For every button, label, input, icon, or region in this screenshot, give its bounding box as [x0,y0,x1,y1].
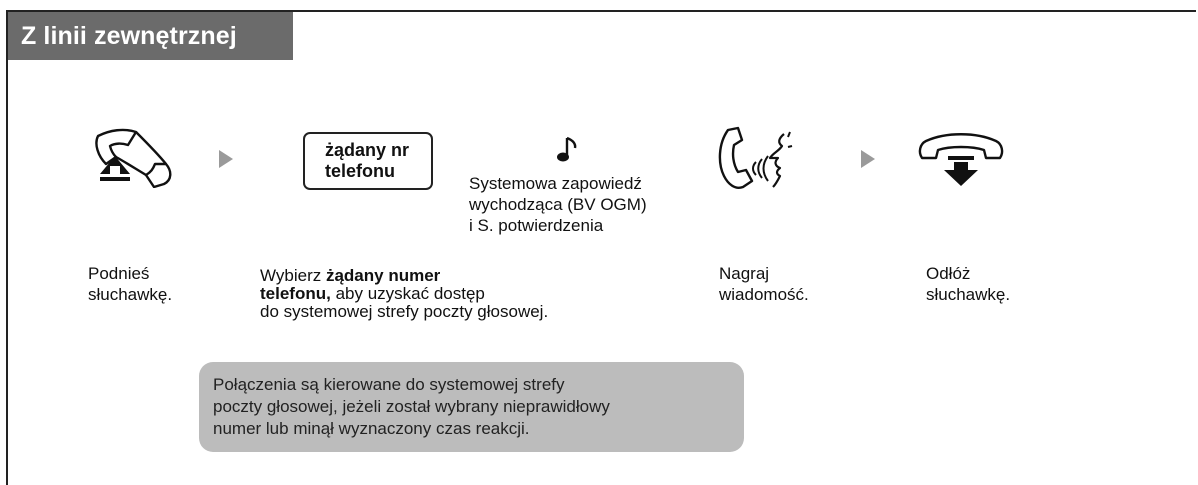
handset-speaking-icon [718,126,793,189]
dial-number-key: żądany nr telefonu [303,132,433,190]
dial-caption-bold2: telefonu, [260,284,331,303]
note-line2: poczty głosowej, jeżeli został wybrany n… [213,397,610,416]
handset-on-hook-icon [918,133,1004,186]
musical-note-icon [557,136,577,162]
tone-description-line1: Systemowa zapowiedź [469,174,642,193]
dial-caption-bold1: żądany numer [325,266,441,285]
section-title: Z linii zewnętrznej [8,12,293,60]
record-caption-line2: wiadomość. [719,285,809,304]
handset-off-hook-icon [95,128,172,188]
hangup-caption-line1: Odłóż [926,264,971,283]
hangup-caption-line2: słuchawkę. [926,285,1011,304]
dial-caption-prefix: Wybierz [260,266,326,285]
lift-handset-caption-line2: słuchawkę. [88,285,173,304]
step-arrow-2 [861,150,875,168]
tone-description-line2: wychodząca (BV OGM) [469,195,647,214]
dial-caption-line1: Wybierz żądany numer [260,266,440,286]
step-arrow-1 [219,150,233,168]
dial-caption-rest2: aby uzyskać dostęp [330,284,485,303]
note-box: Połączenia są kierowane do systemowej st… [199,362,744,452]
record-caption-line1: Nagraj [719,264,770,283]
tone-description-line3: i S. potwierdzenia [469,216,604,235]
dial-caption-line3: do systemowej strefy poczty głosowej. [260,302,549,321]
note-line3: numer lub minął wyznaczony czas reakcji. [213,419,530,438]
note-line1: Połączenia są kierowane do systemowej st… [213,375,565,394]
dial-caption-line2: telefonu, aby uzyskać dostęp [260,284,485,304]
section-frame [6,10,1196,485]
lift-handset-caption-line1: Podnieś [88,264,150,283]
